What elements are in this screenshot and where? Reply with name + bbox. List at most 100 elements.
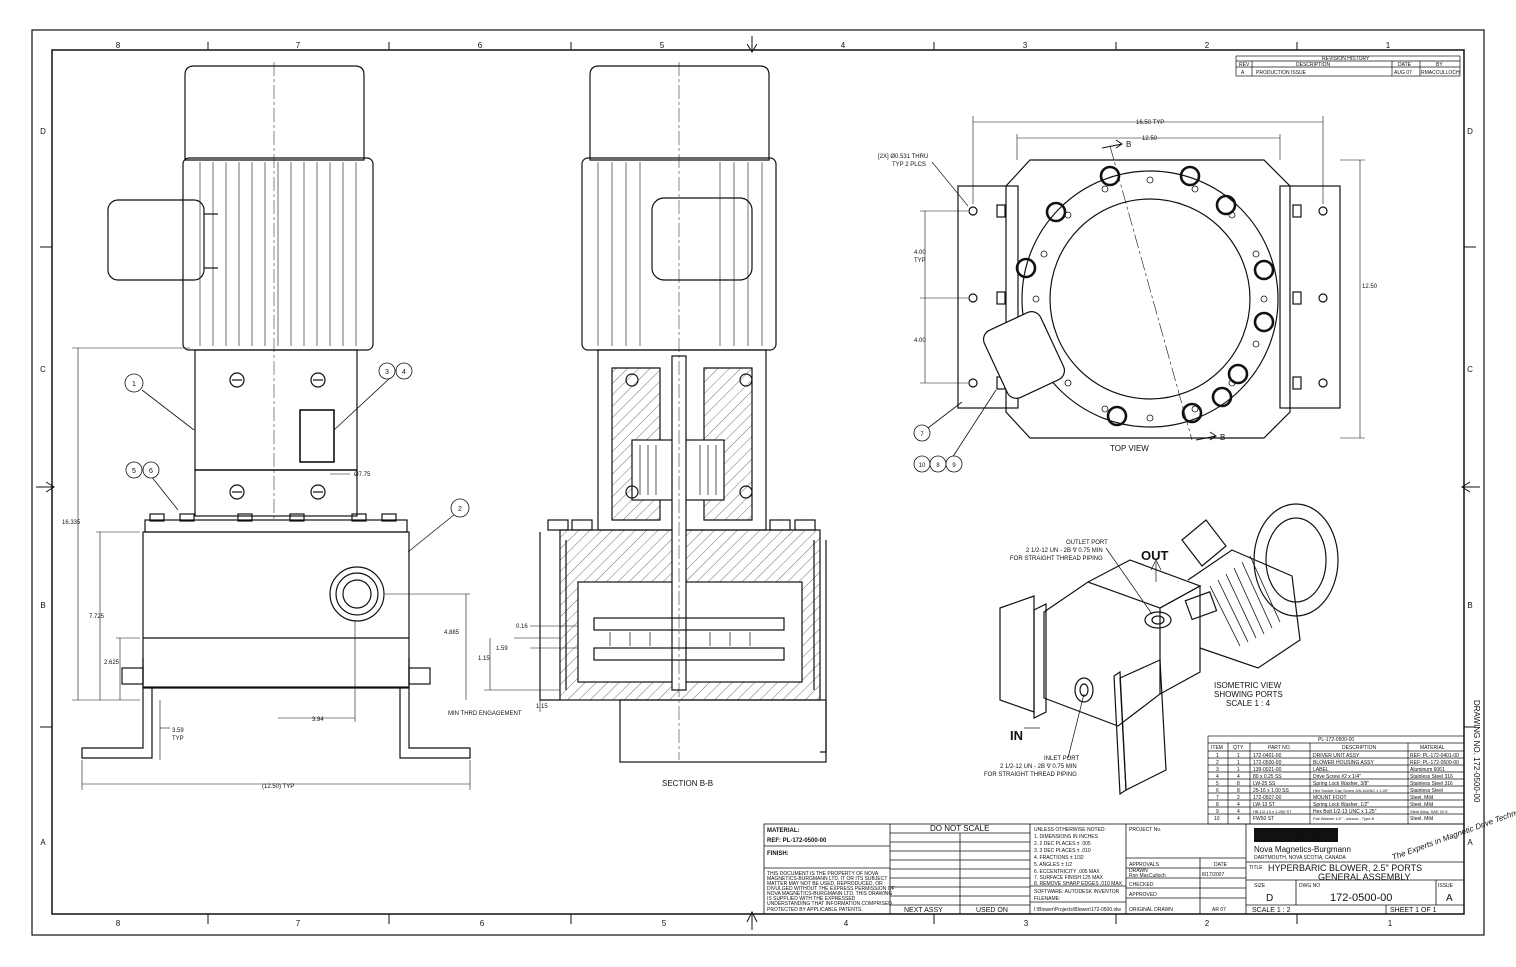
drawn-label: DRAWN [1129, 868, 1148, 874]
dim-base-width: (12.50) TYP [262, 784, 294, 790]
section-view-label: SECTION B-B [662, 779, 713, 788]
svg-text:LABEL: LABEL [1313, 767, 1329, 773]
approved-label: APPROVED [1129, 892, 1157, 898]
svg-text:HB 1/2-13 x 1.250 ST: HB 1/2-13 x 1.250 ST [1253, 809, 1292, 814]
svg-text:3: 3 [1216, 767, 1219, 773]
rev-header-by: BY [1436, 62, 1443, 68]
zone-col-7: 7 [296, 41, 301, 50]
svg-text:Steel, Mild: Steel, Mild [1410, 816, 1434, 822]
proprietary-line-7: UNDERSTANDING THAT INFORMATION COMPRISED [767, 901, 892, 907]
bom-header-description: DESCRIPTION [1342, 745, 1377, 751]
dim-top-width-typ: 16.50 TYP [1136, 120, 1164, 126]
balloon-8: 8 [936, 463, 940, 469]
centering-marks [36, 36, 1480, 930]
dwg-no: 172-0500-00 [1330, 892, 1392, 904]
bom-table: PL-172-0500-00 ITEM QTY PART NO. DESCRIP… [1207, 735, 1465, 825]
svg-text:Aluminum 6061: Aluminum 6061 [1410, 767, 1445, 773]
front-balloons: 1 3 4 5 6 2 [124, 362, 470, 553]
proprietary-line-4: DIVULGED WITHOUT THE EXPRESS PERMISSION … [767, 886, 895, 892]
zone-row-C: C [40, 365, 46, 374]
next-assy: NEXT ASSY [904, 907, 943, 914]
rev-cell-by: RMACCULLOCH [1421, 70, 1460, 76]
svg-text:6: 6 [1216, 788, 1219, 794]
svg-text:8: 8 [1237, 781, 1240, 787]
balloon-3: 3 [385, 369, 389, 376]
svg-text:Flat Washer 1/2" - narrow - Ty: Flat Washer 1/2" - narrow - Type B [1313, 816, 1375, 821]
size-label: SIZE [1254, 883, 1266, 889]
svg-text:172-0401-00: 172-0401-00 [1253, 753, 1282, 759]
zone-row-A-right: A [1467, 838, 1473, 847]
svg-text:BLOWER HOUSING ASSY: BLOWER HOUSING ASSY [1313, 760, 1375, 766]
notes-line-9: 8. REMOVE SHARP EDGES .010 MAX [1034, 881, 1123, 887]
zone-col-4: 4 [841, 41, 846, 50]
dim-115-a: 1.15 [478, 656, 490, 662]
original-date: AR 07 [1212, 907, 1226, 913]
svg-text:10: 10 [1214, 816, 1220, 822]
svg-text:REF: PL-172-0500-00: REF: PL-172-0500-00 [1410, 760, 1459, 766]
svg-text:5: 5 [1216, 781, 1219, 787]
dim-port-center: 4.885 [444, 630, 460, 636]
svg-text:139-0021-00: 139-0021-00 [1253, 767, 1282, 773]
top-balloons: 7 10 8 9 [913, 389, 997, 473]
material-ref: REF: PL-172-0500-00 [767, 838, 827, 844]
svg-text:4: 4 [1237, 802, 1240, 808]
notes-line-5: 4. FRACTIONS ± 1/32 [1034, 855, 1084, 861]
filename-value: I:\Blower\Projects\Blower\172-0500.idw [1034, 907, 1121, 913]
proprietary-line-8: PROTECTED BY APPLICABLE PATENTS. [767, 907, 863, 913]
hole-note-2: TYP 2 PLCS [892, 162, 926, 168]
balloon-5: 5 [132, 468, 136, 475]
front-view-dim-text: 16.335 7.725 2.625 3.59 TYP 3.94 4.885 (… [62, 472, 460, 790]
rev-cell-date: AUG 07 [1394, 70, 1412, 76]
company-name: BURGMANN [1258, 829, 1329, 843]
rev-header-rev: REV [1239, 62, 1250, 68]
svg-text:4: 4 [1237, 816, 1240, 822]
dim-support-typ: TYP [172, 736, 184, 742]
inlet-port-title: INLET PORT [1044, 756, 1079, 762]
svg-text:4: 4 [1216, 774, 1219, 780]
zone-row-B-right: B [1467, 601, 1472, 610]
zone-col-6: 6 [478, 41, 483, 50]
dim-support: 3.59 [172, 728, 184, 734]
front-view [81, 62, 471, 759]
inlet-port-spec: 2 1/2-12 UN - 2B ∇ 0.75 MIN [1000, 763, 1077, 770]
dim-base-height: 2.625 [104, 660, 120, 666]
zone-col-5-bottom: 5 [662, 919, 667, 928]
section-view-dim-text: 0.16 1.59 1.15 1.15 MIN THRD ENGAGEMENT [448, 624, 548, 717]
svg-text:Spring Lock Washer, 1/2": Spring Lock Washer, 1/2" [1313, 802, 1369, 808]
issue-value: A [1446, 893, 1453, 904]
svg-text:Hex Bolt 1/2-13 UNC x 1.25": Hex Bolt 1/2-13 UNC x 1.25" [1313, 809, 1377, 815]
rev-header-description: DESCRIPTION [1296, 62, 1331, 68]
dim-159: 1.59 [496, 646, 508, 652]
zone-row-A: A [40, 838, 46, 847]
svg-text:172-0500-00: 172-0500-00 [1253, 760, 1282, 766]
rev-cell-description: PRODUCTION ISSUE [1256, 70, 1307, 76]
title-label: TITLE [1249, 865, 1263, 871]
hole-note-1: [2X] Ø0.531 THRU [878, 154, 928, 160]
bom-header-material: MATERIAL [1420, 745, 1445, 751]
used-on: USED ON [976, 907, 1008, 914]
iso-label-2: SHOWING PORTS [1214, 690, 1283, 699]
svg-text:7: 7 [1216, 795, 1219, 801]
checked-label: CHECKED [1129, 882, 1154, 888]
top-view-dim-text: 16.50 TYP 12.50 12.50 4.00 TYP 4.00 [2X]… [878, 120, 1378, 442]
zone-col-6-bottom: 6 [480, 919, 485, 928]
title-line-2: GENERAL ASSEMBLY [1318, 872, 1411, 882]
svg-text:25-16 x 1.00 SS: 25-16 x 1.00 SS [1253, 788, 1290, 794]
svg-text:4: 4 [1237, 774, 1240, 780]
zone-col-4-bottom: 4 [844, 919, 849, 928]
outlet-port-note: FOR STRAIGHT THREAD PIPING [1010, 556, 1103, 562]
iso-label-3: SCALE 1 : 4 [1226, 699, 1271, 708]
balloon-6: 6 [149, 468, 153, 475]
balloon-4: 4 [402, 369, 406, 376]
dim-housing-height: 7.725 [89, 614, 105, 620]
zone-col-2: 2 [1205, 41, 1210, 50]
proprietary-line-5: NOVA MAGNETICS-BURGMANN LTD. THIS DRAWIN… [767, 891, 892, 897]
zone-col-2-bottom: 2 [1205, 919, 1210, 928]
balloon-7: 7 [920, 432, 924, 438]
